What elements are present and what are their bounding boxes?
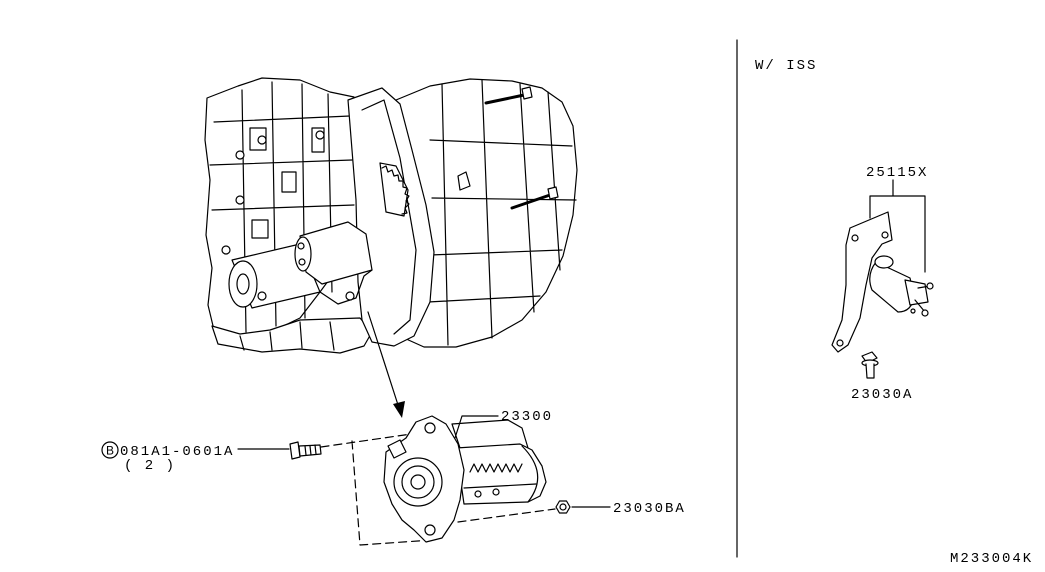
starter-part-label: 23300 xyxy=(501,409,553,425)
starter-motor-installed xyxy=(228,221,373,309)
transmission-bolt-side xyxy=(510,186,559,210)
bolt-hole xyxy=(221,245,231,255)
nut-bore xyxy=(559,503,567,511)
starter-gear-teeth xyxy=(469,463,523,473)
starter-motor-body xyxy=(455,443,547,505)
engine-block-windows xyxy=(249,127,325,239)
bolt-hole xyxy=(235,195,245,205)
installed-starter-bracket xyxy=(319,269,373,305)
solenoid-bolt-part-label: 23030A xyxy=(851,387,913,403)
leader-solenoid-bracket xyxy=(869,179,926,273)
bolt-head xyxy=(521,86,533,100)
bracket-hole xyxy=(836,339,844,347)
starter-end-cap xyxy=(521,445,539,503)
bell-housing-flange-inner xyxy=(361,99,417,335)
leader-starter xyxy=(454,415,499,439)
oil-pan-lower xyxy=(211,317,373,354)
mounting-bolt-quantity: ( 2 ) xyxy=(124,458,176,474)
bolt-shank xyxy=(484,93,526,105)
bolt-hole xyxy=(235,150,245,160)
ring-gear-teeth xyxy=(381,165,410,215)
starter-stud xyxy=(492,488,500,496)
diagram-code: M233004K xyxy=(950,551,1033,567)
bolt-head xyxy=(547,186,559,200)
transmission-boss xyxy=(457,171,471,191)
bolt-symbol-letter: B xyxy=(106,444,114,458)
bracket-hole xyxy=(851,234,859,242)
installed-motor-end xyxy=(228,260,258,308)
starter-nose-outer xyxy=(393,457,443,507)
starter-nose-inner xyxy=(410,474,426,490)
arrow-shaft xyxy=(367,311,400,409)
assembly-dashed-outline xyxy=(320,431,556,546)
starter-nose-middle xyxy=(401,465,435,499)
nut-part-label: 23030BA xyxy=(613,501,686,517)
flange-bolt-hole xyxy=(424,422,436,434)
bell-housing-flange xyxy=(347,87,435,347)
bolt-symbol-circle xyxy=(101,441,119,459)
engine-block-bolts xyxy=(221,130,325,255)
solenoid-25115X xyxy=(831,211,934,353)
solenoid-terminal-block xyxy=(904,279,929,306)
installed-bolt xyxy=(345,291,355,301)
removal-arrow xyxy=(367,311,405,418)
transmission-bolt-upper xyxy=(484,86,533,105)
bolt-shank xyxy=(865,363,875,379)
starter-through-bolt xyxy=(463,483,537,489)
installed-bolt xyxy=(257,291,267,301)
transmission-case-ribs xyxy=(427,79,577,346)
installed-motor-end-inner xyxy=(236,273,250,295)
flywheel-ring-gear xyxy=(379,162,410,217)
bolt-head xyxy=(289,441,301,460)
bolt-hole xyxy=(315,130,325,140)
mounting-bolt-part-label: 081A1-0601A xyxy=(120,444,234,460)
variant-note: W/ ISS xyxy=(755,58,817,74)
bolt-hole xyxy=(257,135,267,145)
ring-gear-sector xyxy=(379,162,409,217)
installed-terminal xyxy=(298,258,306,266)
solenoid-stud-tip xyxy=(910,308,916,314)
starter-motor-23300 xyxy=(383,415,547,543)
bolt-shank xyxy=(510,193,552,210)
solenoid-bolt-drawing xyxy=(861,351,879,379)
solenoid-ring xyxy=(874,255,894,269)
flange-bolt-hole xyxy=(424,524,436,536)
mounting-bolt-drawing xyxy=(289,441,322,460)
bolt-threads xyxy=(304,444,317,456)
nut-hex xyxy=(555,500,571,514)
starter-lead-terminal xyxy=(387,439,407,459)
solenoid-mounting-bracket xyxy=(831,211,893,353)
starter-stud xyxy=(474,490,482,498)
oil-pan-ribs xyxy=(239,321,335,351)
bracket-hole xyxy=(881,231,889,239)
solenoid-part-label: 25115X xyxy=(866,165,928,181)
engine-block-ribs xyxy=(209,81,355,333)
engine-transmission-assembly xyxy=(204,77,578,354)
solenoid-stud-tip xyxy=(926,282,934,290)
installed-solenoid-end xyxy=(294,236,312,272)
installed-terminal xyxy=(297,242,305,250)
nut-drawing xyxy=(555,500,571,514)
arrow-head xyxy=(393,401,405,418)
solenoid-stud-tip xyxy=(921,309,929,317)
